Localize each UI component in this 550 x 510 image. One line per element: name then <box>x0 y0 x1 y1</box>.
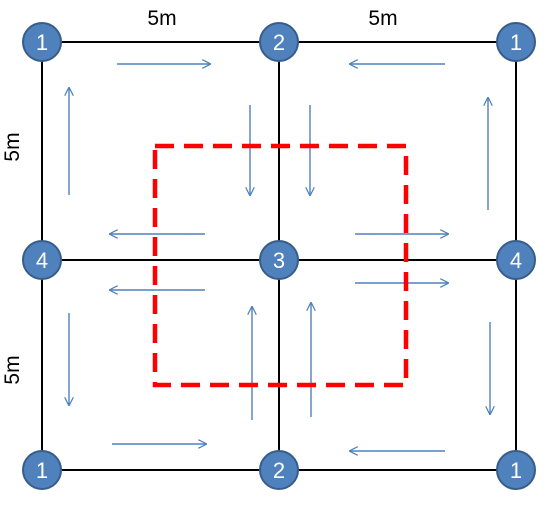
dimension-label-left-lower: 5m <box>1 355 24 384</box>
node-center: 3 <box>259 240 299 280</box>
dimension-label-top-right: 5m <box>368 7 397 30</box>
node-label: 3 <box>273 248 285 273</box>
node-label: 2 <box>273 30 285 55</box>
dimension-label-top-left: 5m <box>147 7 176 30</box>
node-circle <box>259 22 299 62</box>
node-circle <box>22 22 62 62</box>
node-circle <box>496 240 536 280</box>
node-circle <box>496 450 536 490</box>
nodes: 1 2 1 4 3 4 1 2 <box>22 22 536 490</box>
node-mid-left: 4 <box>22 240 62 280</box>
node-bot-mid: 2 <box>259 450 299 490</box>
node-label: 1 <box>36 30 48 55</box>
flow-arrows <box>69 64 490 451</box>
node-label: 1 <box>36 458 48 483</box>
node-mid-right: 4 <box>496 240 536 280</box>
node-circle <box>22 240 62 280</box>
node-label: 4 <box>510 248 522 273</box>
node-bot-right: 1 <box>496 450 536 490</box>
dashed-box <box>152 143 409 388</box>
node-label: 2 <box>273 458 285 483</box>
node-circle <box>259 450 299 490</box>
node-top-mid: 2 <box>259 22 299 62</box>
node-bot-left: 1 <box>22 450 62 490</box>
node-top-left: 1 <box>22 22 62 62</box>
node-circle <box>496 22 536 62</box>
node-top-right: 1 <box>496 22 536 62</box>
node-label: 1 <box>510 30 522 55</box>
dimension-label-left-upper: 5m <box>1 132 24 161</box>
node-circle <box>259 240 299 280</box>
node-circle <box>22 450 62 490</box>
node-label: 4 <box>36 248 48 273</box>
node-label: 1 <box>510 458 522 483</box>
